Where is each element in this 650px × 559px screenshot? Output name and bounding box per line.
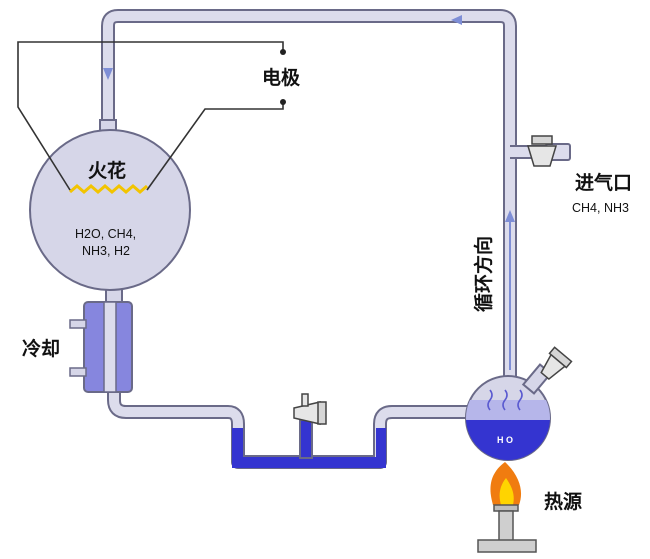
steam-wisps xyxy=(487,389,523,411)
right-electrode-wire xyxy=(146,102,284,191)
condenser xyxy=(69,301,133,393)
trap-valve-stem xyxy=(301,393,309,407)
burner xyxy=(477,462,537,553)
steam-wisp-3 xyxy=(517,389,523,411)
condenser-inner-tube xyxy=(103,301,117,393)
electrode-wires xyxy=(17,41,284,191)
condenser-port-top xyxy=(69,319,87,329)
trap-drain-stem xyxy=(299,419,313,459)
chamber-gases-line1: H2O, CH4, xyxy=(75,227,136,241)
boiling-flask: H O xyxy=(465,346,573,461)
spark-label: 火花 xyxy=(88,159,126,182)
inlet-valve-handle xyxy=(531,135,553,145)
tube-fill xyxy=(103,11,515,380)
gas-inlet-label: 进气口 xyxy=(575,171,632,194)
burner-tube xyxy=(498,510,514,542)
burner-base xyxy=(477,539,537,553)
steam-wisp-1 xyxy=(487,389,493,411)
lower-tube-outline xyxy=(107,270,470,469)
gas-inlet-species: CH4, NH3 xyxy=(572,201,629,215)
water-label: H O xyxy=(497,435,513,445)
spark-chamber: 火花 H2O, CH4, NH3, H2 xyxy=(29,119,191,311)
trap-valve-handle xyxy=(317,401,327,425)
inlet-stopcock-icon xyxy=(526,135,558,167)
electrode-terminal-bottom xyxy=(280,99,286,105)
condenser-port-bottom xyxy=(69,367,87,377)
arrow-icon-left xyxy=(103,68,113,80)
steam-wisp-2 xyxy=(502,389,508,411)
arrow-icon-right xyxy=(505,210,515,222)
electrode-terminal-top xyxy=(280,49,286,55)
electrode-label: 电极 xyxy=(262,66,301,89)
flask-valve-body xyxy=(540,353,566,381)
left-electrode-wire xyxy=(17,41,284,191)
trap-liquid xyxy=(232,428,386,468)
chamber-flask xyxy=(29,129,191,291)
inlet-valve-body xyxy=(526,145,558,167)
flame-inner xyxy=(499,478,514,505)
burner-top xyxy=(493,504,519,512)
chamber-gases-line2: NH3, H2 xyxy=(82,244,130,258)
circulation-label: 循环方向 xyxy=(472,236,495,312)
cooling-label: 冷却 xyxy=(22,337,60,360)
heat-source-label: 热源 xyxy=(544,490,582,513)
flow-arrows xyxy=(103,15,515,222)
stopcock-icon xyxy=(293,393,327,425)
flask-stopcock-icon xyxy=(540,346,573,381)
zigzag-spark-icon xyxy=(69,184,148,194)
flask-vapor-band xyxy=(466,400,550,420)
arrow-icon-top xyxy=(451,15,462,25)
lower-tube-fill xyxy=(109,270,470,467)
